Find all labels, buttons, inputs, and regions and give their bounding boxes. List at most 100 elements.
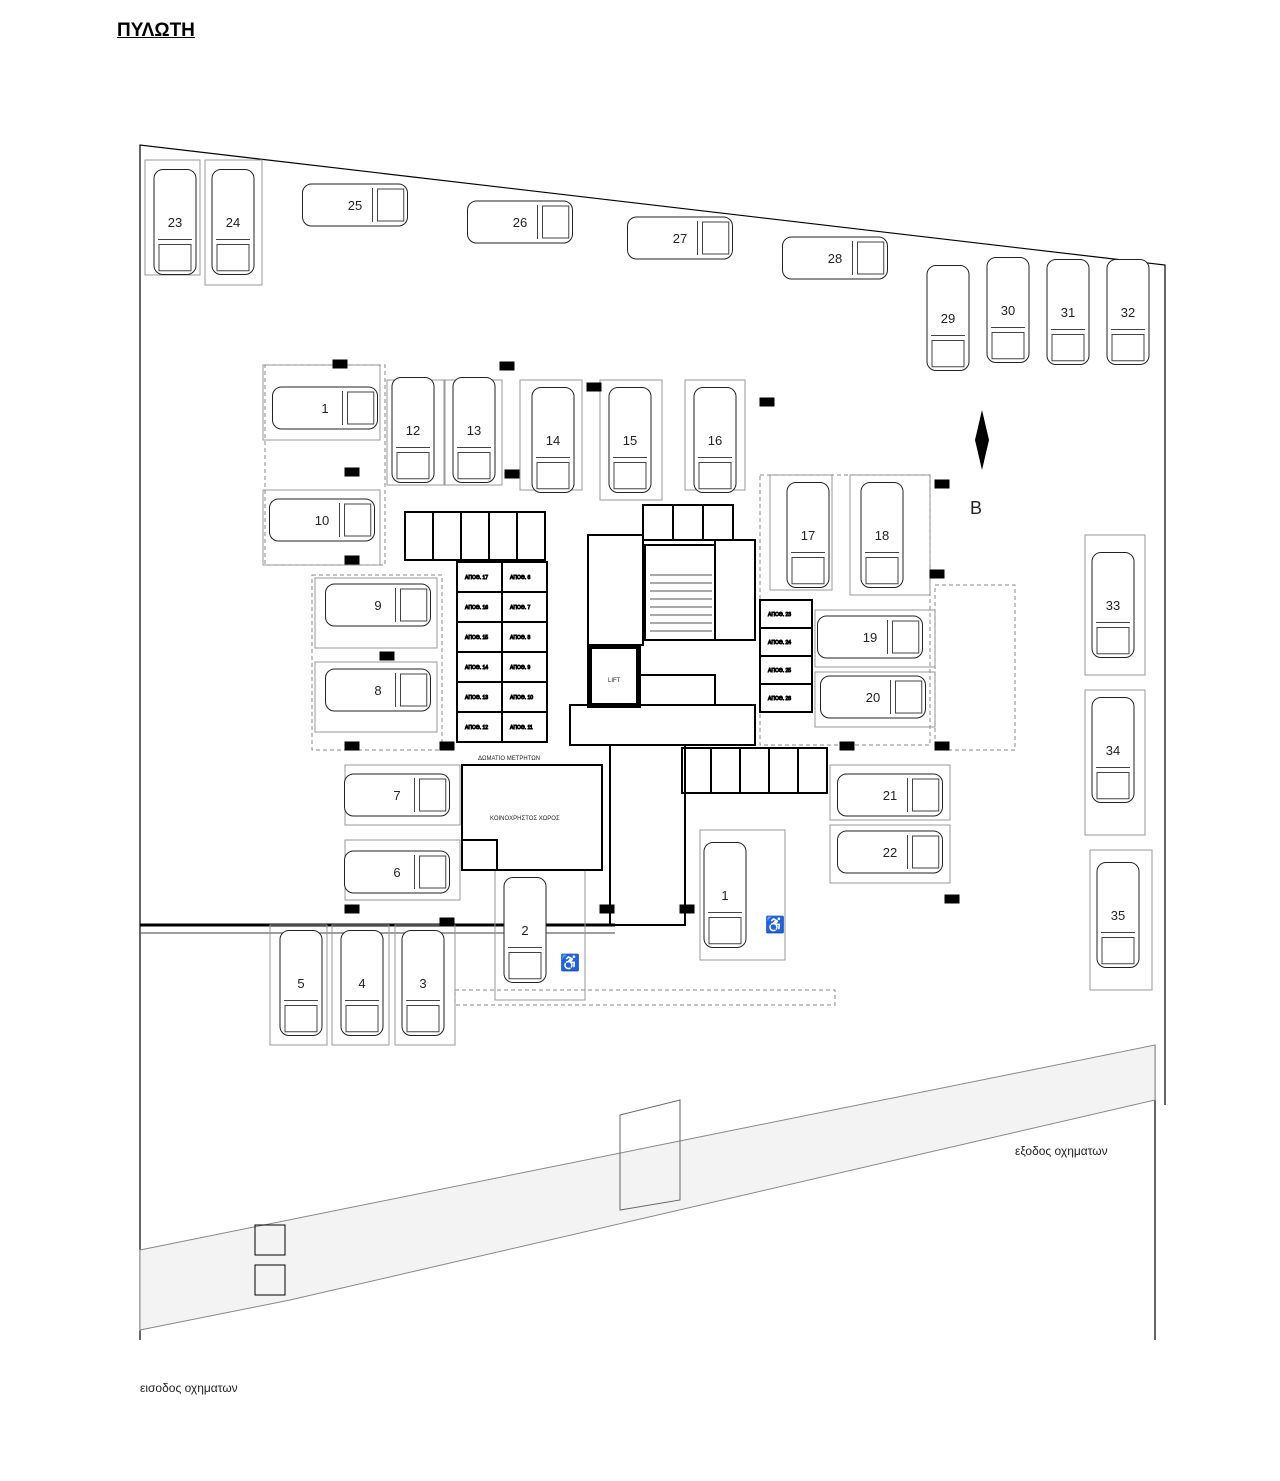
space-outline xyxy=(314,577,438,649)
lift-shaft xyxy=(588,645,640,707)
north-label: Β xyxy=(970,498,982,518)
space-outline xyxy=(262,489,381,566)
parking-number: 26 xyxy=(513,215,527,230)
car-icon xyxy=(1096,862,1140,968)
storage-unit xyxy=(432,511,462,561)
parking-space: 13 xyxy=(444,377,503,486)
wall xyxy=(714,539,756,641)
car-icon xyxy=(608,387,652,493)
parking-space: 2♿ xyxy=(494,869,586,1001)
parking-space: 26 xyxy=(467,200,573,244)
parking-number: 4 xyxy=(358,976,365,991)
car-icon xyxy=(703,842,747,948)
parking-space: 12 xyxy=(386,377,445,486)
car-icon xyxy=(782,236,888,280)
wall xyxy=(644,544,716,641)
storage-label: ΑΠΟΘ. 6 xyxy=(510,575,531,581)
parking-number: 15 xyxy=(623,433,637,448)
storage-unit xyxy=(681,747,712,794)
accessible-icon: ♿ xyxy=(560,953,580,972)
building-core xyxy=(264,359,1016,1006)
column xyxy=(934,479,950,489)
column xyxy=(344,904,360,914)
parking-space: 31 xyxy=(1046,259,1090,365)
accessible-icon: ♿ xyxy=(765,915,785,934)
parking-number: 31 xyxy=(1061,305,1075,320)
car-icon xyxy=(627,216,733,260)
column xyxy=(679,904,695,914)
storage-unit: ΑΠΟΘ. 24 xyxy=(759,627,813,657)
storage-label: ΑΠΟΘ. 24 xyxy=(768,640,791,646)
storage-unit: ΑΠΟΘ. 11 xyxy=(501,711,548,743)
parking-space: 8 xyxy=(314,661,438,733)
storage-unit: ΑΠΟΘ. 25 xyxy=(759,655,813,685)
parking-space: 29 xyxy=(926,265,970,371)
dashed-boundary xyxy=(311,574,443,751)
car-icon xyxy=(1091,552,1135,658)
space-outline xyxy=(1084,689,1146,836)
car-icon xyxy=(325,668,431,712)
space-outline xyxy=(599,379,663,501)
parking-number: 20 xyxy=(866,690,880,705)
parking-space: 16 xyxy=(684,379,746,493)
car-icon xyxy=(340,930,384,1036)
storage-unit: ΑΠΟΘ. 13 xyxy=(456,681,503,713)
storage-label: ΑΠΟΘ. 10 xyxy=(510,695,533,701)
storage-label: ΑΠΟΘ. 13 xyxy=(465,695,488,701)
storage-label: ΑΠΟΘ. 12 xyxy=(465,725,488,731)
parking-space: 20 xyxy=(814,671,936,728)
storage-unit xyxy=(702,504,734,541)
column xyxy=(759,397,775,407)
storage-label: ΑΠΟΘ. 14 xyxy=(465,665,488,671)
car-icon xyxy=(279,930,323,1036)
column xyxy=(934,741,950,751)
dashed-boundary xyxy=(264,364,386,566)
parking-number: 1 xyxy=(321,401,328,416)
parking-space: 17 xyxy=(769,474,833,591)
parking-number: 25 xyxy=(348,198,362,213)
car-icon xyxy=(1046,259,1090,365)
storage-label: ΑΠΟΘ. 17 xyxy=(465,575,488,581)
parking-number: 32 xyxy=(1121,305,1135,320)
space-outline xyxy=(331,924,390,1046)
space-outline xyxy=(269,924,328,1046)
parking-number: 24 xyxy=(226,215,240,230)
storage-unit: ΑΠΟΘ. 7 xyxy=(501,591,548,623)
space-outline xyxy=(314,661,438,733)
parking-number: 22 xyxy=(883,845,897,860)
parking-space: 35 xyxy=(1089,849,1153,991)
parking-number: 29 xyxy=(941,311,955,326)
storage-unit xyxy=(404,511,434,561)
car-icon xyxy=(467,200,573,244)
parking-number: 28 xyxy=(828,251,842,266)
car-icon xyxy=(269,498,375,542)
parking-space: 24 xyxy=(204,159,263,286)
space-outline xyxy=(394,924,456,1046)
storage-label: ΑΠΟΘ. 16 xyxy=(465,605,488,611)
parking-space: 3 xyxy=(394,924,456,1046)
wall xyxy=(609,744,686,926)
car-icon xyxy=(817,615,923,659)
parking-number: 8 xyxy=(374,683,381,698)
storage-unit xyxy=(516,511,546,561)
parking-number: 13 xyxy=(467,423,481,438)
parking-space: 25 xyxy=(302,183,408,227)
column xyxy=(344,467,360,477)
parking-space: 19 xyxy=(814,609,936,668)
parking-number: 9 xyxy=(374,598,381,613)
wall xyxy=(569,704,756,746)
column xyxy=(944,894,960,904)
car-icon xyxy=(272,386,378,430)
storage-label: ΑΠΟΘ. 9 xyxy=(510,665,531,671)
car-icon xyxy=(531,387,575,493)
wall xyxy=(587,534,644,646)
car-icon xyxy=(302,183,408,227)
parking-number: 3 xyxy=(419,976,426,991)
storage-label: ΑΠΟΘ. 25 xyxy=(768,668,791,674)
parking-number: 10 xyxy=(315,513,329,528)
column xyxy=(332,359,348,369)
parking-space: 28 xyxy=(782,236,888,280)
parking-space: 9 xyxy=(314,577,438,649)
storage-unit: ΑΠΟΘ. 16 xyxy=(456,591,503,623)
